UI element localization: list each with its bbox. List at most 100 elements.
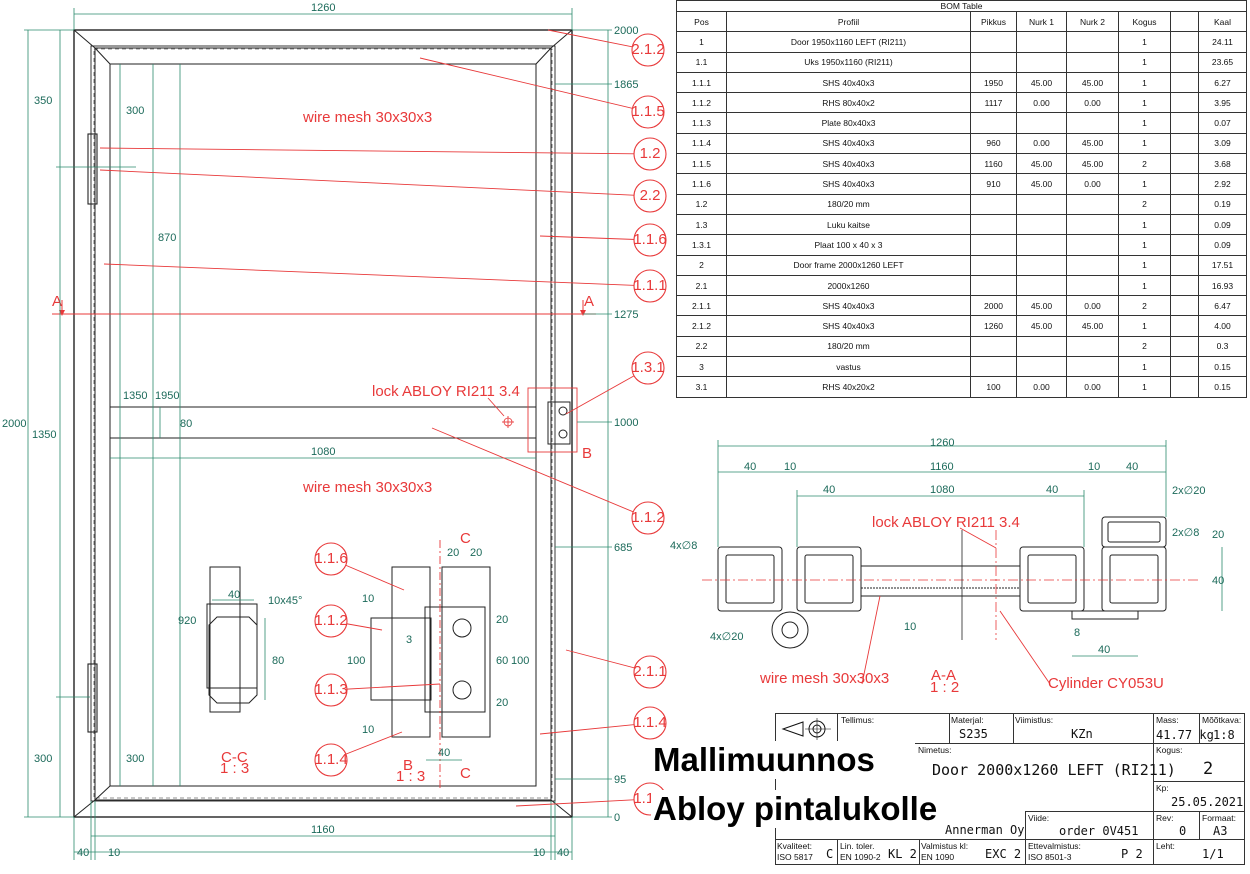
bom-cell: SHS 40x40x3 [726, 295, 971, 317]
bom-cell: SHS 40x40x3 [726, 315, 971, 337]
bom-cell: 180/20 mm [726, 335, 971, 358]
bom-cell: 1.3.1 [676, 234, 727, 256]
tb-nimetus: Door 2000x1260 LEFT (RI211) [932, 761, 1176, 779]
bom-cell [1066, 335, 1119, 358]
bom-cell [1170, 356, 1199, 378]
bom-cell [1170, 153, 1199, 175]
cc-dim-40: 40 [228, 589, 240, 601]
bom-cell [970, 213, 1017, 236]
bom-cell: 1260 [970, 315, 1017, 337]
level-0: 0 [614, 812, 620, 824]
aa-dim-10a: 10 [784, 461, 796, 473]
balloon-1-1-2: 1.1.2 [314, 604, 383, 638]
bom-cell: Luku kaitse [726, 213, 971, 236]
bom-cell [970, 193, 1017, 215]
bom-cell [1170, 274, 1199, 297]
tb-lintoler-std: EN 1090-2 [840, 852, 881, 862]
bom-cell: 2.1.2 [676, 315, 727, 337]
balloon-leader [515, 798, 651, 807]
bom-cell: 1.1.6 [676, 173, 727, 195]
aa-dim-20: 20 [1212, 529, 1224, 541]
aa-dim-10c: 10 [904, 621, 916, 633]
cc-dim-80: 80 [272, 655, 284, 667]
bom-cell [970, 112, 1017, 134]
balloon-1-1-5: 1.1.5 [419, 57, 665, 129]
balloon-circle [631, 351, 665, 385]
bom-header-cell: Profiil [726, 10, 971, 33]
bom-cell: 0.09 [1198, 213, 1247, 236]
bom-cell [1016, 356, 1067, 378]
balloon-1-3-1: 1.3.1 [565, 351, 665, 415]
dim-width-bottom: 1160 [311, 824, 335, 836]
cc-scale: 1 : 3 [220, 760, 249, 777]
bom-cell: 45.00 [1016, 315, 1067, 337]
b-dim-3: 3 [406, 634, 412, 646]
bom-cell: 0.00 [1066, 173, 1119, 195]
level-2000: 2000 [614, 25, 638, 37]
balloon-1-1-4: 1.1.4 [539, 706, 667, 740]
bom-cell: 2000 [970, 295, 1017, 317]
detail-b-title: B [403, 757, 413, 774]
bom-cell: 0.00 [1066, 376, 1119, 398]
bom-cell: 1.3 [676, 213, 727, 236]
tb-mass-label: Mass: [1156, 715, 1179, 725]
balloon-leader [103, 263, 651, 287]
bom-cell: 1160 [970, 153, 1017, 175]
aa-dim-1160: 1160 [930, 461, 954, 473]
balloon-leader [547, 29, 649, 51]
bom-cell: 1 [1118, 376, 1171, 398]
bom-cell: 2000x1260 [726, 274, 971, 297]
bom-cell [1066, 234, 1119, 256]
level-1000: 1000 [614, 417, 638, 429]
tb-rev-label: Rev: [1156, 813, 1174, 823]
tb-mootkava-label: Mõõtkava: [1202, 715, 1242, 725]
bom-cell: 1.1.1 [676, 71, 727, 94]
level-1865: 1865 [614, 79, 638, 91]
wire-mesh-top-label: wire mesh 30x30x3 [302, 109, 432, 126]
bom-cell: Uks 1950x1160 (RI211) [726, 51, 971, 73]
balloon-2-1-2: 2.1.2 [547, 29, 665, 67]
bom-cell [1066, 274, 1119, 297]
dim-350: 350 [34, 95, 52, 107]
balloon-circle [314, 673, 348, 707]
bom-cell: 2.1.1 [676, 295, 727, 317]
bom-cell [1016, 274, 1067, 297]
overlay-title-line1: Mallimuunnos [651, 741, 877, 779]
tb-kogus: 2 [1203, 759, 1214, 779]
tb-kp-label: Kp: [1156, 783, 1169, 793]
tb-rev: 0 [1179, 824, 1187, 838]
balloon-1-1-6: 1.1.6 [539, 223, 667, 257]
bom-header-cell: Nurk 1 [1016, 10, 1067, 33]
aa-dim-40f: 40 [1098, 644, 1110, 656]
bom-header-cell: Pos [676, 10, 727, 33]
bom-cell [970, 31, 1017, 53]
bom-cell [1170, 315, 1199, 337]
tb-leht: 1/1 [1202, 847, 1224, 861]
bom-cell: 2.92 [1198, 173, 1247, 195]
dim-1350-outer: 1350 [32, 429, 56, 441]
bom-cell: 1.1.2 [676, 92, 727, 114]
bom-cell [1170, 132, 1199, 155]
bom-cell: 1.1 [676, 51, 727, 73]
b-dim-20d: 20 [496, 697, 508, 709]
bom-cell [970, 254, 1017, 276]
bom-cell: 1 [1118, 92, 1171, 114]
balloon-leader [330, 683, 441, 691]
balloon-circle [633, 223, 667, 257]
bom-cell [1066, 254, 1119, 276]
bom-cell: 3.1 [676, 376, 727, 398]
balloon-label: 1.1.2 [631, 509, 664, 526]
balloon-label: 1.2 [640, 145, 661, 162]
aa-dim-1260: 1260 [930, 437, 954, 449]
detail-b-marker: B [582, 445, 592, 462]
tb-kp: 25.05.2021 [1171, 795, 1244, 809]
tb-nimetus-label: Nimetus: [918, 745, 952, 755]
aa-dim-8: 8 [1074, 627, 1080, 639]
